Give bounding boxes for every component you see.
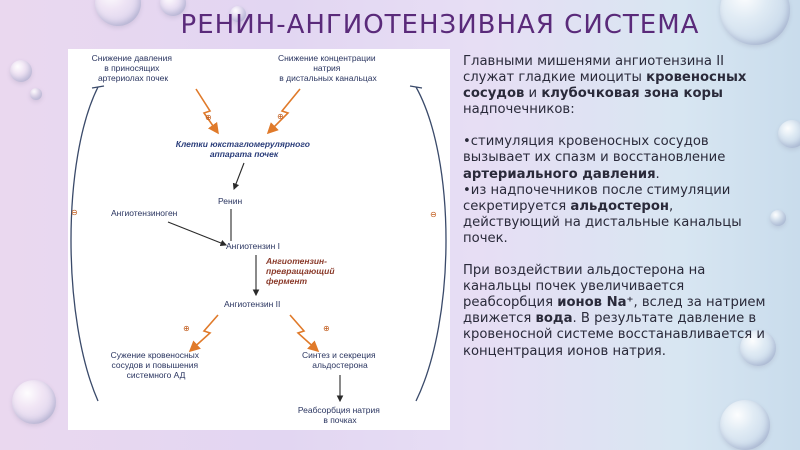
- feedback-arc-right: [415, 86, 447, 402]
- arrow-angiotensinogen-to-a1: [167, 221, 228, 247]
- text-bold: вода: [535, 311, 573, 327]
- box-vasoconstriction: Сужение кровеносных сосудов и повышения …: [111, 350, 202, 380]
- text-run: , действующий на дистальные канальцы поч…: [463, 198, 742, 246]
- plus-sign-right: ⊕: [277, 112, 284, 121]
- box-aldosterone-line: альдостерона: [312, 360, 368, 370]
- text-run: .: [655, 166, 660, 182]
- text-run: . В результате давление в кровеносной си…: [463, 311, 765, 359]
- box-aldosterone-line: Синтез и секреция: [302, 350, 376, 360]
- decorative-bubble: [30, 88, 42, 100]
- text-run: При воздействии альдостерона на канальцы…: [463, 263, 706, 311]
- box-pressure-drop-line: артериолах почек: [98, 73, 168, 83]
- minus-sign-left: ⊖: [71, 208, 78, 217]
- plus-sign-left: ⊕: [205, 113, 212, 122]
- box-vasoconstriction-line: Сужение кровеносных: [111, 350, 200, 360]
- decorative-bubble: [770, 210, 786, 226]
- slide-title: РЕНИН-АНГИОТЕНЗИВНАЯ СИСТЕМА: [180, 10, 700, 40]
- box-sodium-drop: Снижение концентрации натрия в дистальны…: [278, 53, 378, 83]
- text-bold: альдостерон: [570, 198, 670, 214]
- decorative-bubble: [10, 60, 32, 82]
- renin-angiotensin-diagram: ⊖ ⊖ Снижение давления в приносящих артер…: [68, 49, 450, 430]
- explanation-text: Главными мишенями ангиотензина II служат…: [463, 54, 773, 360]
- text-bold: артериального давления: [463, 166, 656, 182]
- ace-label: Ангиотензин- превращающий фермент: [265, 256, 337, 286]
- box-sodium-drop-line: Снижение концентрации: [278, 53, 376, 63]
- box-pressure-drop: Снижение давления в приносящих артериола…: [92, 53, 175, 83]
- paragraph-vessels: •стимуляция кровеносных сосудов вызывает…: [463, 134, 773, 182]
- ace-line: превращающий: [266, 266, 335, 276]
- box-sodium-reabsorption-line: Реабсорбция натрия: [298, 405, 380, 415]
- box-vasoconstriction-line: системного АД: [127, 370, 186, 380]
- box-sodium-reabsorption: Реабсорбция натрия в почках: [298, 405, 382, 425]
- decorative-bubble: [160, 0, 186, 16]
- feedback-arc-left-bar: [91, 85, 105, 89]
- paragraph-gap: [463, 118, 773, 134]
- text-run: •стимуляция кровеносных сосудов вызывает…: [463, 134, 726, 166]
- plus-sign-down-left: ⊕: [183, 324, 190, 333]
- box-pressure-drop-line: Снижение давления: [92, 53, 173, 63]
- decorative-bubble: [740, 330, 776, 366]
- text-bold: кровеносных сосудов: [463, 70, 747, 102]
- box-sodium-reabsorption-line: в почках: [323, 415, 357, 425]
- box-aldosterone: Синтез и секреция альдостерона: [302, 350, 378, 370]
- lightning-arrow-left: [195, 88, 219, 135]
- ace-line: фермент: [266, 276, 307, 286]
- text-bold: клубочковая зона коры: [541, 86, 723, 102]
- decorative-bubble: [778, 120, 800, 148]
- feedback-arc-right-bar: [409, 85, 423, 89]
- text-run: и: [524, 86, 542, 102]
- jga-cells-line: аппарата почек: [210, 149, 279, 159]
- lightning-arrow-down-left: [188, 314, 219, 353]
- renin-label: Ренин: [218, 196, 242, 206]
- jga-cells-label: Клетки юкстагломерулярного аппарата поче…: [176, 139, 313, 159]
- text-bold: ионов Na⁺: [557, 295, 634, 311]
- arrow-jga-to-renin: [232, 162, 245, 191]
- jga-cells-line: Клетки юкстагломерулярного: [176, 139, 310, 149]
- decorative-bubble: [720, 0, 790, 45]
- text-run: надпочечников:: [463, 102, 575, 118]
- angiotensin-2-label: Ангиотензин II: [224, 299, 280, 309]
- lightning-arrow-right: [266, 88, 301, 135]
- decorative-bubble: [95, 0, 141, 26]
- ace-line: Ангиотензин-: [265, 256, 327, 266]
- paragraph-adrenal: •из надпочечников после стимуляции секре…: [463, 183, 773, 247]
- decorative-bubble: [12, 380, 56, 424]
- box-pressure-drop-line: в приносящих: [104, 63, 160, 73]
- plus-sign-down-right: ⊕: [323, 324, 330, 333]
- paragraph-gap: [463, 247, 773, 263]
- box-vasoconstriction-line: сосудов и повышения: [112, 360, 199, 370]
- text-run: Главными мишенями ангиотензина II служат…: [463, 54, 724, 86]
- paragraph-targets: Главными мишенями ангиотензина II служат…: [463, 54, 773, 118]
- minus-sign-right: ⊖: [430, 210, 437, 219]
- box-sodium-drop-line: натрия: [313, 63, 341, 73]
- text-run: , вслед за натрием движется: [463, 295, 766, 327]
- box-sodium-drop-line: в дистальных канальцах: [279, 73, 377, 83]
- angiotensinogen-label: Ангиотензиноген: [111, 208, 178, 218]
- paragraph-aldosterone: При воздействии альдостерона на канальцы…: [463, 263, 773, 360]
- text-run: •из надпочечников после стимуляции секре…: [463, 182, 731, 214]
- decorative-bubble: [720, 400, 770, 450]
- decorative-bubble: [230, 6, 246, 22]
- lightning-arrow-down-right: [289, 314, 320, 353]
- feedback-arc-left: [70, 86, 99, 402]
- angiotensin-1-label: Ангиотензин I: [226, 241, 280, 251]
